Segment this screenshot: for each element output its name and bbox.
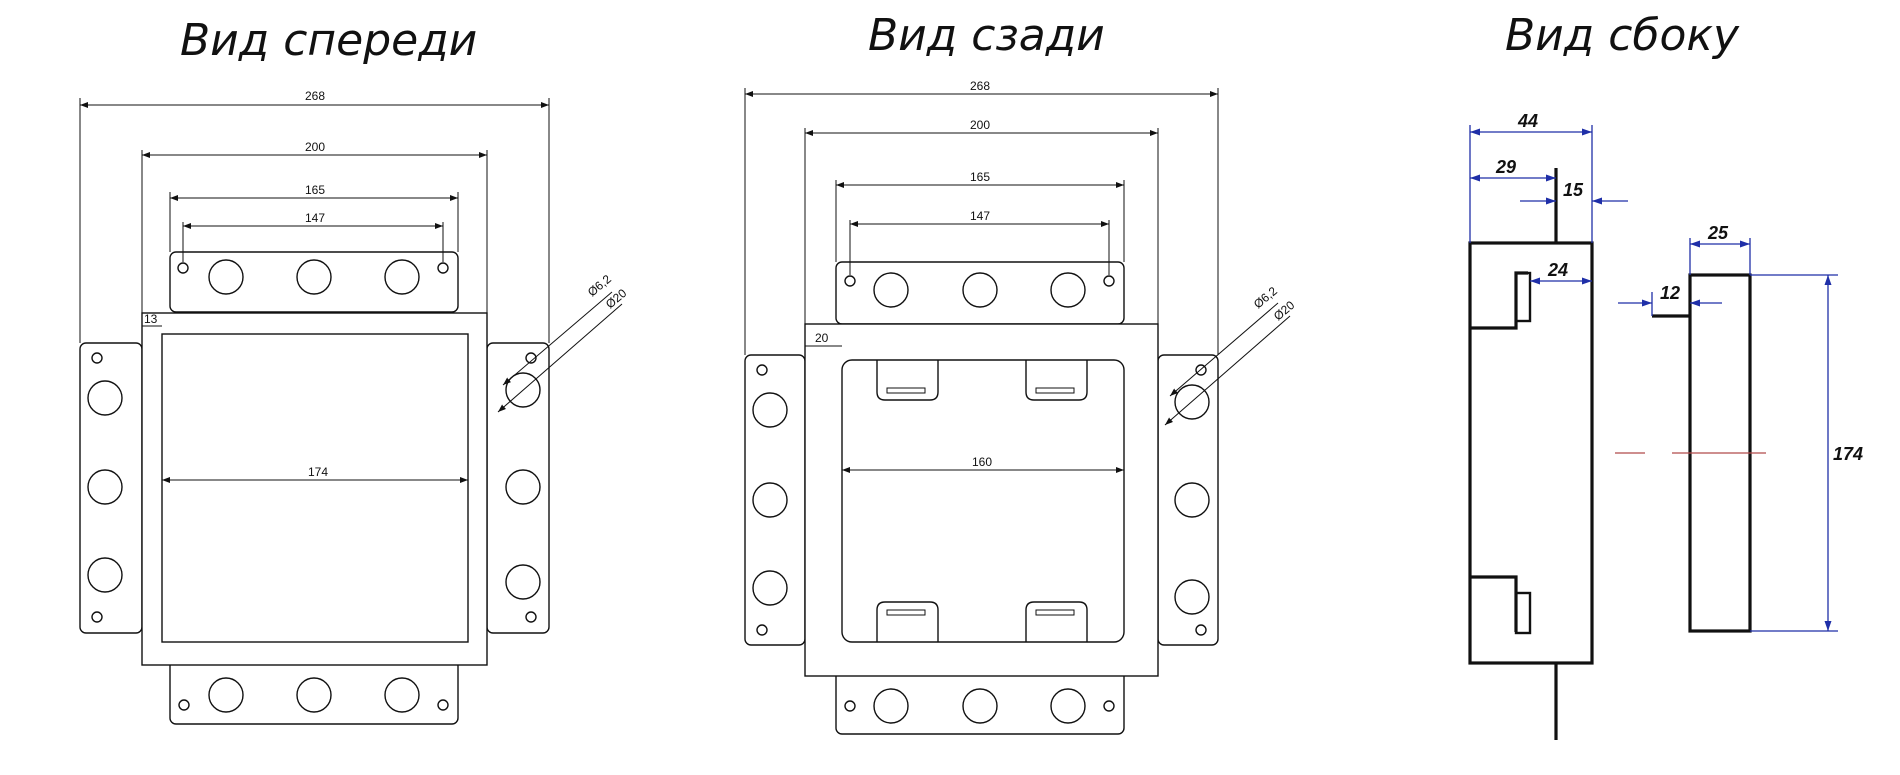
front-top-mount-hole-right bbox=[437, 262, 449, 274]
front-dim-165-label: 165 bbox=[305, 183, 325, 197]
back-right-mount-hole-bottom bbox=[1195, 624, 1207, 636]
back-view: 268 200 165 147 20 160 Ø6,2 Ø20 bbox=[744, 79, 1298, 735]
front-bottom-bolt-hole-3 bbox=[384, 677, 420, 713]
front-right-bolt-hole-1 bbox=[505, 372, 541, 408]
side-tab-top bbox=[1514, 271, 1532, 323]
back-body-outer bbox=[804, 323, 1159, 677]
front-dim-13-label: 13 bbox=[144, 312, 158, 326]
front-dim-147-label: 147 bbox=[305, 211, 325, 225]
front-right-mount-hole-top bbox=[525, 352, 537, 364]
front-left-flange bbox=[79, 342, 143, 634]
side-step-bottom bbox=[1470, 575, 1518, 632]
back-left-mount-hole-bottom bbox=[756, 624, 768, 636]
front-dim-268-label: 268 bbox=[305, 89, 325, 103]
front-bottom-bolt-hole-2 bbox=[296, 677, 332, 713]
back-clip-top-right-slot bbox=[1035, 387, 1075, 394]
title-side-view: Вид сбоку bbox=[1505, 10, 1740, 61]
front-right-bolt-hole-3 bbox=[505, 564, 541, 600]
back-dia-leader-small bbox=[1169, 302, 1279, 397]
back-left-bolt-hole-1 bbox=[752, 392, 788, 428]
back-bottom-bolt-hole-1 bbox=[873, 688, 909, 724]
front-left-mount-hole-bottom bbox=[91, 611, 103, 623]
back-dim-268-label: 268 bbox=[970, 79, 990, 93]
side-step-top bbox=[1470, 271, 1528, 330]
front-dia-leader-small bbox=[502, 291, 613, 386]
back-clip-bottom-left-slot bbox=[886, 609, 926, 616]
back-dim-200-label: 200 bbox=[970, 118, 990, 132]
back-top-bolt-hole-1 bbox=[873, 272, 909, 308]
back-right-bolt-hole-2 bbox=[1174, 482, 1210, 518]
side-tab-bottom bbox=[1514, 591, 1532, 635]
back-dim-160-label: 160 bbox=[972, 455, 992, 469]
front-top-mount-hole-left bbox=[177, 262, 189, 274]
back-top-bolt-hole-3 bbox=[1050, 272, 1086, 308]
side-view: 44 29 15 24 25 12 174 bbox=[1468, 111, 1863, 740]
back-top-mount-hole-right bbox=[1103, 275, 1115, 287]
back-dim-20-label: 20 bbox=[815, 331, 829, 345]
back-top-mount-hole-left bbox=[844, 275, 856, 287]
back-left-mount-hole-top bbox=[756, 364, 768, 376]
side-dim-12-label: 12 bbox=[1660, 283, 1680, 303]
front-view: 268 200 165 147 13 174 Ø6,2 Ø20 bbox=[79, 89, 630, 725]
front-bottom-flange bbox=[169, 659, 459, 725]
back-dia-leader-large bbox=[1164, 315, 1291, 426]
back-left-bolt-hole-3 bbox=[752, 570, 788, 606]
back-dim-165-label: 165 bbox=[970, 170, 990, 184]
front-top-bolt-hole-1 bbox=[208, 259, 244, 295]
back-left-bolt-hole-2 bbox=[752, 482, 788, 518]
front-top-flange bbox=[169, 251, 459, 313]
front-bottom-mount-hole-left bbox=[178, 699, 190, 711]
back-top-bolt-hole-2 bbox=[962, 272, 998, 308]
back-dia-large-label: Ø20 bbox=[1271, 298, 1298, 324]
front-right-bolt-hole-2 bbox=[505, 469, 541, 505]
front-dim-200-label: 200 bbox=[305, 140, 325, 154]
front-left-bolt-hole-1 bbox=[87, 380, 123, 416]
front-body-inner bbox=[161, 333, 469, 643]
back-right-bolt-hole-1 bbox=[1174, 384, 1210, 420]
back-clip-bottom-left bbox=[876, 601, 939, 642]
back-right-bolt-hole-3 bbox=[1174, 579, 1210, 615]
front-bottom-bolt-hole-1 bbox=[208, 677, 244, 713]
back-bottom-flange bbox=[835, 669, 1125, 735]
back-clip-top-left-slot bbox=[886, 387, 926, 394]
back-clip-bottom-right-slot bbox=[1035, 609, 1075, 616]
back-top-flange bbox=[835, 261, 1125, 325]
back-right-mount-hole-top bbox=[1195, 364, 1207, 376]
back-bottom-bolt-hole-3 bbox=[1050, 688, 1086, 724]
front-right-mount-hole-bottom bbox=[525, 611, 537, 623]
title-back-view: Вид сзади bbox=[868, 10, 1105, 61]
front-dim-174-label: 174 bbox=[308, 465, 328, 479]
back-bottom-mount-hole-right bbox=[1103, 700, 1115, 712]
front-top-bolt-hole-2 bbox=[296, 259, 332, 295]
back-bottom-bolt-hole-2 bbox=[962, 688, 998, 724]
back-clip-top-right bbox=[1025, 360, 1088, 401]
side-dim-24-label: 24 bbox=[1547, 260, 1568, 280]
back-clip-bottom-right bbox=[1025, 601, 1088, 642]
front-bottom-mount-hole-right bbox=[437, 699, 449, 711]
front-left-bolt-hole-3 bbox=[87, 557, 123, 593]
front-body-outer bbox=[141, 312, 488, 666]
side-body bbox=[1468, 241, 1594, 665]
back-bottom-mount-hole-left bbox=[844, 700, 856, 712]
side-dim-15-label: 15 bbox=[1563, 180, 1584, 200]
front-dia-large-label: Ø20 bbox=[603, 286, 630, 312]
back-body-inner bbox=[841, 359, 1125, 643]
side-dim-25-label: 25 bbox=[1707, 223, 1729, 243]
front-dia-leader-large bbox=[497, 303, 623, 413]
front-top-bolt-hole-3 bbox=[384, 259, 420, 295]
front-left-mount-hole-top bbox=[91, 352, 103, 364]
side-dim-29-label: 29 bbox=[1495, 157, 1516, 177]
title-front-view: Вид спереди bbox=[180, 15, 477, 66]
side-dim-44-label: 44 bbox=[1517, 111, 1538, 131]
back-dia-small-label: Ø6,2 bbox=[1251, 284, 1280, 312]
back-dim-147-label: 147 bbox=[970, 209, 990, 223]
front-left-bolt-hole-2 bbox=[87, 469, 123, 505]
back-clip-top-left bbox=[876, 360, 939, 401]
side-dim-174-label: 174 bbox=[1833, 444, 1863, 464]
back-left-flange bbox=[744, 354, 806, 646]
